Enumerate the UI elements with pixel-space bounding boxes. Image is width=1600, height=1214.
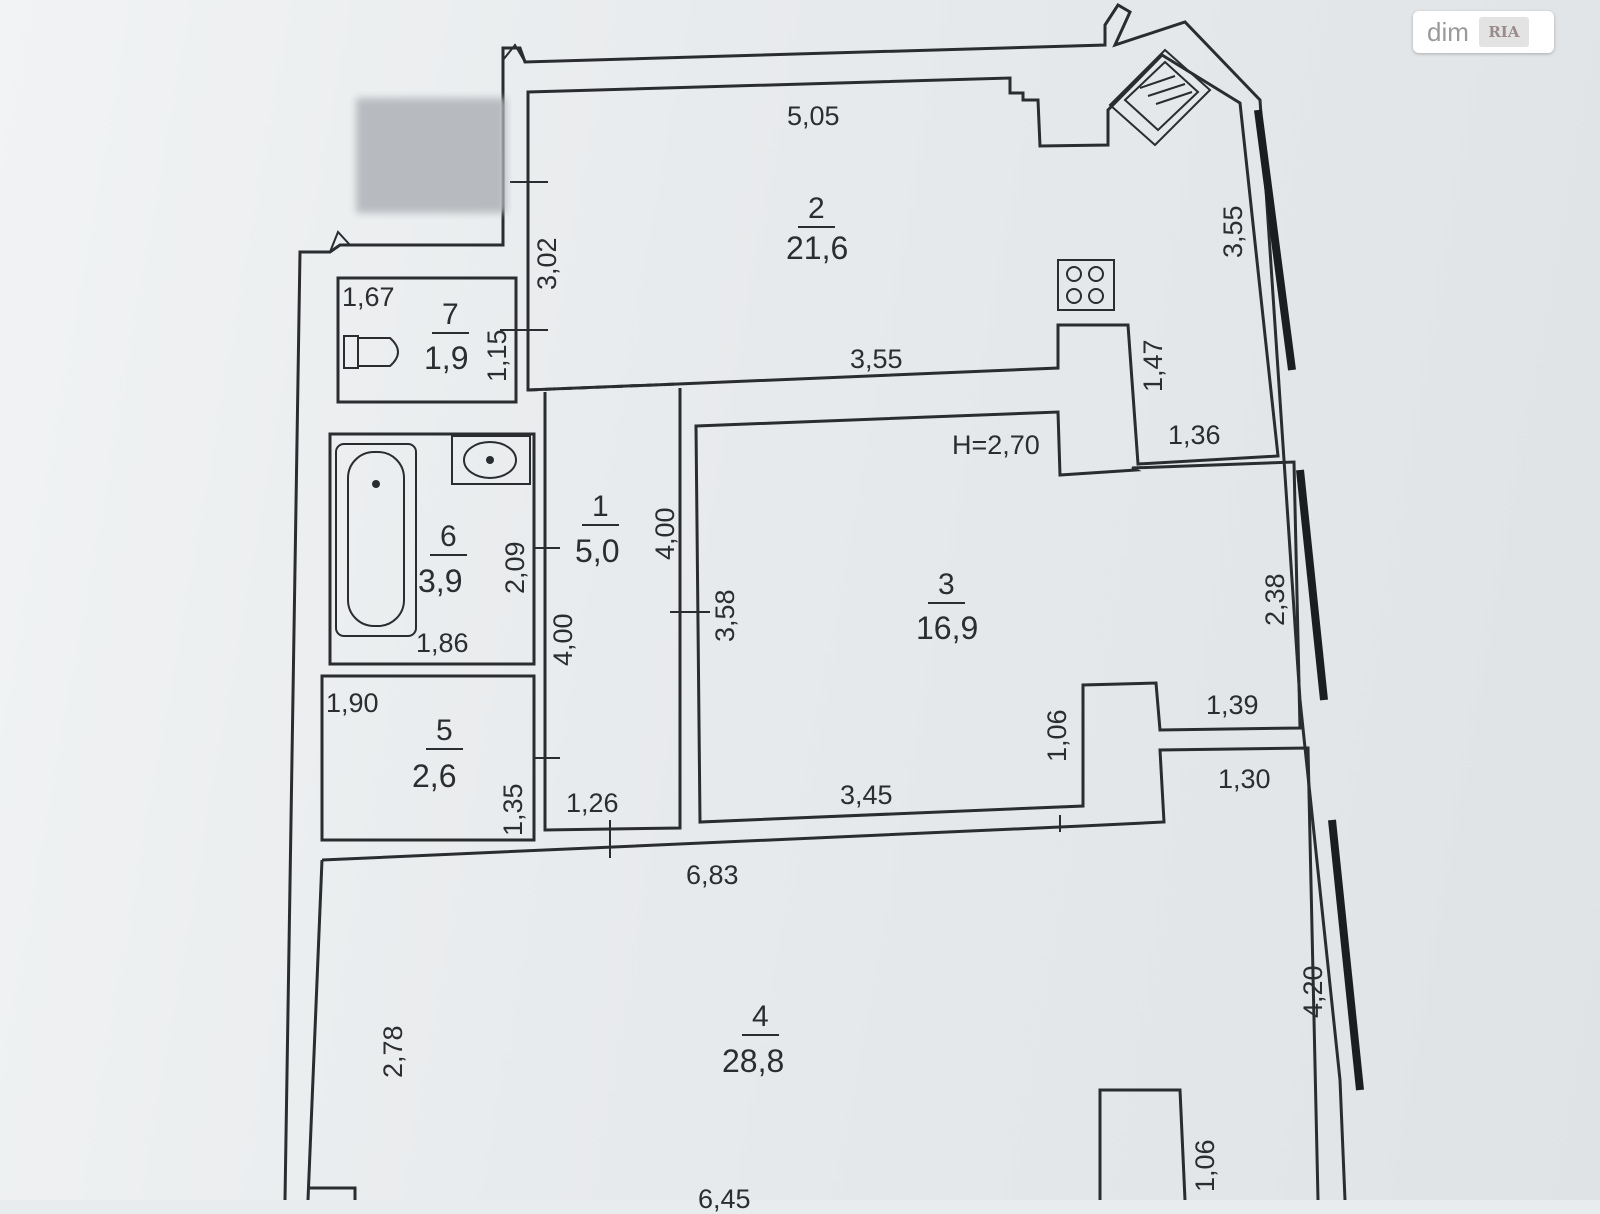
dim-kitchen-left: 3,02 [532,237,562,290]
dim-bedroom-niche-height: 1,06 [1042,709,1072,762]
dim-bath-width: 1,86 [416,628,469,658]
watermark-logo: dim RIA [1413,11,1554,53]
dim-living-top: 6,83 [686,860,739,890]
dim-hall-height-left: 4,00 [548,613,578,666]
window-living [1328,819,1364,1091]
room-2-area: 21,6 [786,230,849,266]
room-1-area: 5,0 [575,533,620,569]
watermark-brand: dim [1427,16,1469,47]
dim-living-niche-width: 1,30 [1218,764,1271,794]
outer-wall [501,2,1347,1200]
dim-hall-height-right: 4,00 [650,507,680,560]
dim-kitchen-right: 3,55 [1218,205,1248,258]
dim-bath-height: 2,09 [500,541,530,594]
window-kitchen [1254,109,1296,371]
room-3-number: 3 [928,570,965,604]
dim-pantry-height: 1,35 [498,783,528,836]
dim-niche-width: 1,36 [1168,420,1221,450]
living-left-wall [306,859,324,1200]
room-4-area: 28,8 [722,1043,785,1079]
watermark-badge: RIA [1478,17,1529,47]
dim-bedroom-right: 2,38 [1260,573,1290,626]
sink-icon [1108,48,1212,147]
ceiling-height: H=2,70 [952,430,1040,460]
dim-living-bottom-niche: 1,06 [1190,1139,1220,1192]
dim-niche-height: 1,47 [1138,339,1168,392]
room-5-number: 5 [426,716,463,750]
dim-bedroom-niche-width: 1,39 [1206,690,1259,720]
room-1-number: 1 [582,492,619,526]
living-wall [321,746,1320,1200]
room-3-area: 16,9 [916,610,979,646]
bathtub-icon [335,443,417,637]
hall-wall [543,388,682,832]
room-7-area: 1,9 [424,340,469,376]
room-5-area: 2,6 [412,758,457,794]
dim-bedroom-left: 3,58 [710,589,740,642]
washbasin-icon [451,435,531,485]
redacted-area [356,98,506,213]
room-6-area: 3,9 [418,563,463,599]
room-2-number: 2 [798,194,835,228]
dim-living-left: 2,78 [378,1025,408,1078]
pantry-wall [320,674,536,842]
dim-pantry-width: 1,90 [326,688,379,718]
window-bedroom [1296,469,1328,701]
wc-wall [336,276,518,404]
kitchen-wall [526,53,1280,466]
dim-hall-width: 1,26 [566,788,619,818]
bedroom-wall [694,410,1302,824]
room-7-number: 7 [432,300,469,334]
bathroom-wall [328,432,536,666]
dim-wc-height: 1,15 [482,329,512,382]
dim-living-right: 4,20 [1298,965,1328,1018]
room-6-number: 6 [430,522,467,556]
dimension-ticks [500,181,1061,858]
room-4-number: 4 [742,1002,779,1036]
outer-wall-inner [283,60,505,1200]
dim-kitchen-top: 5,05 [787,101,840,131]
living-bottom-niche [1098,1088,1187,1200]
stove-icon [1057,259,1115,311]
dim-wc-width: 1,67 [342,282,395,312]
living-bottom-wall [310,1186,357,1200]
dim-bedroom-bottom: 3,45 [840,780,893,810]
kitchen-opening [527,382,679,392]
dim-kitchen-bottom: 3,55 [850,344,903,374]
balcony-mark [329,43,526,253]
toilet-icon [343,335,399,369]
